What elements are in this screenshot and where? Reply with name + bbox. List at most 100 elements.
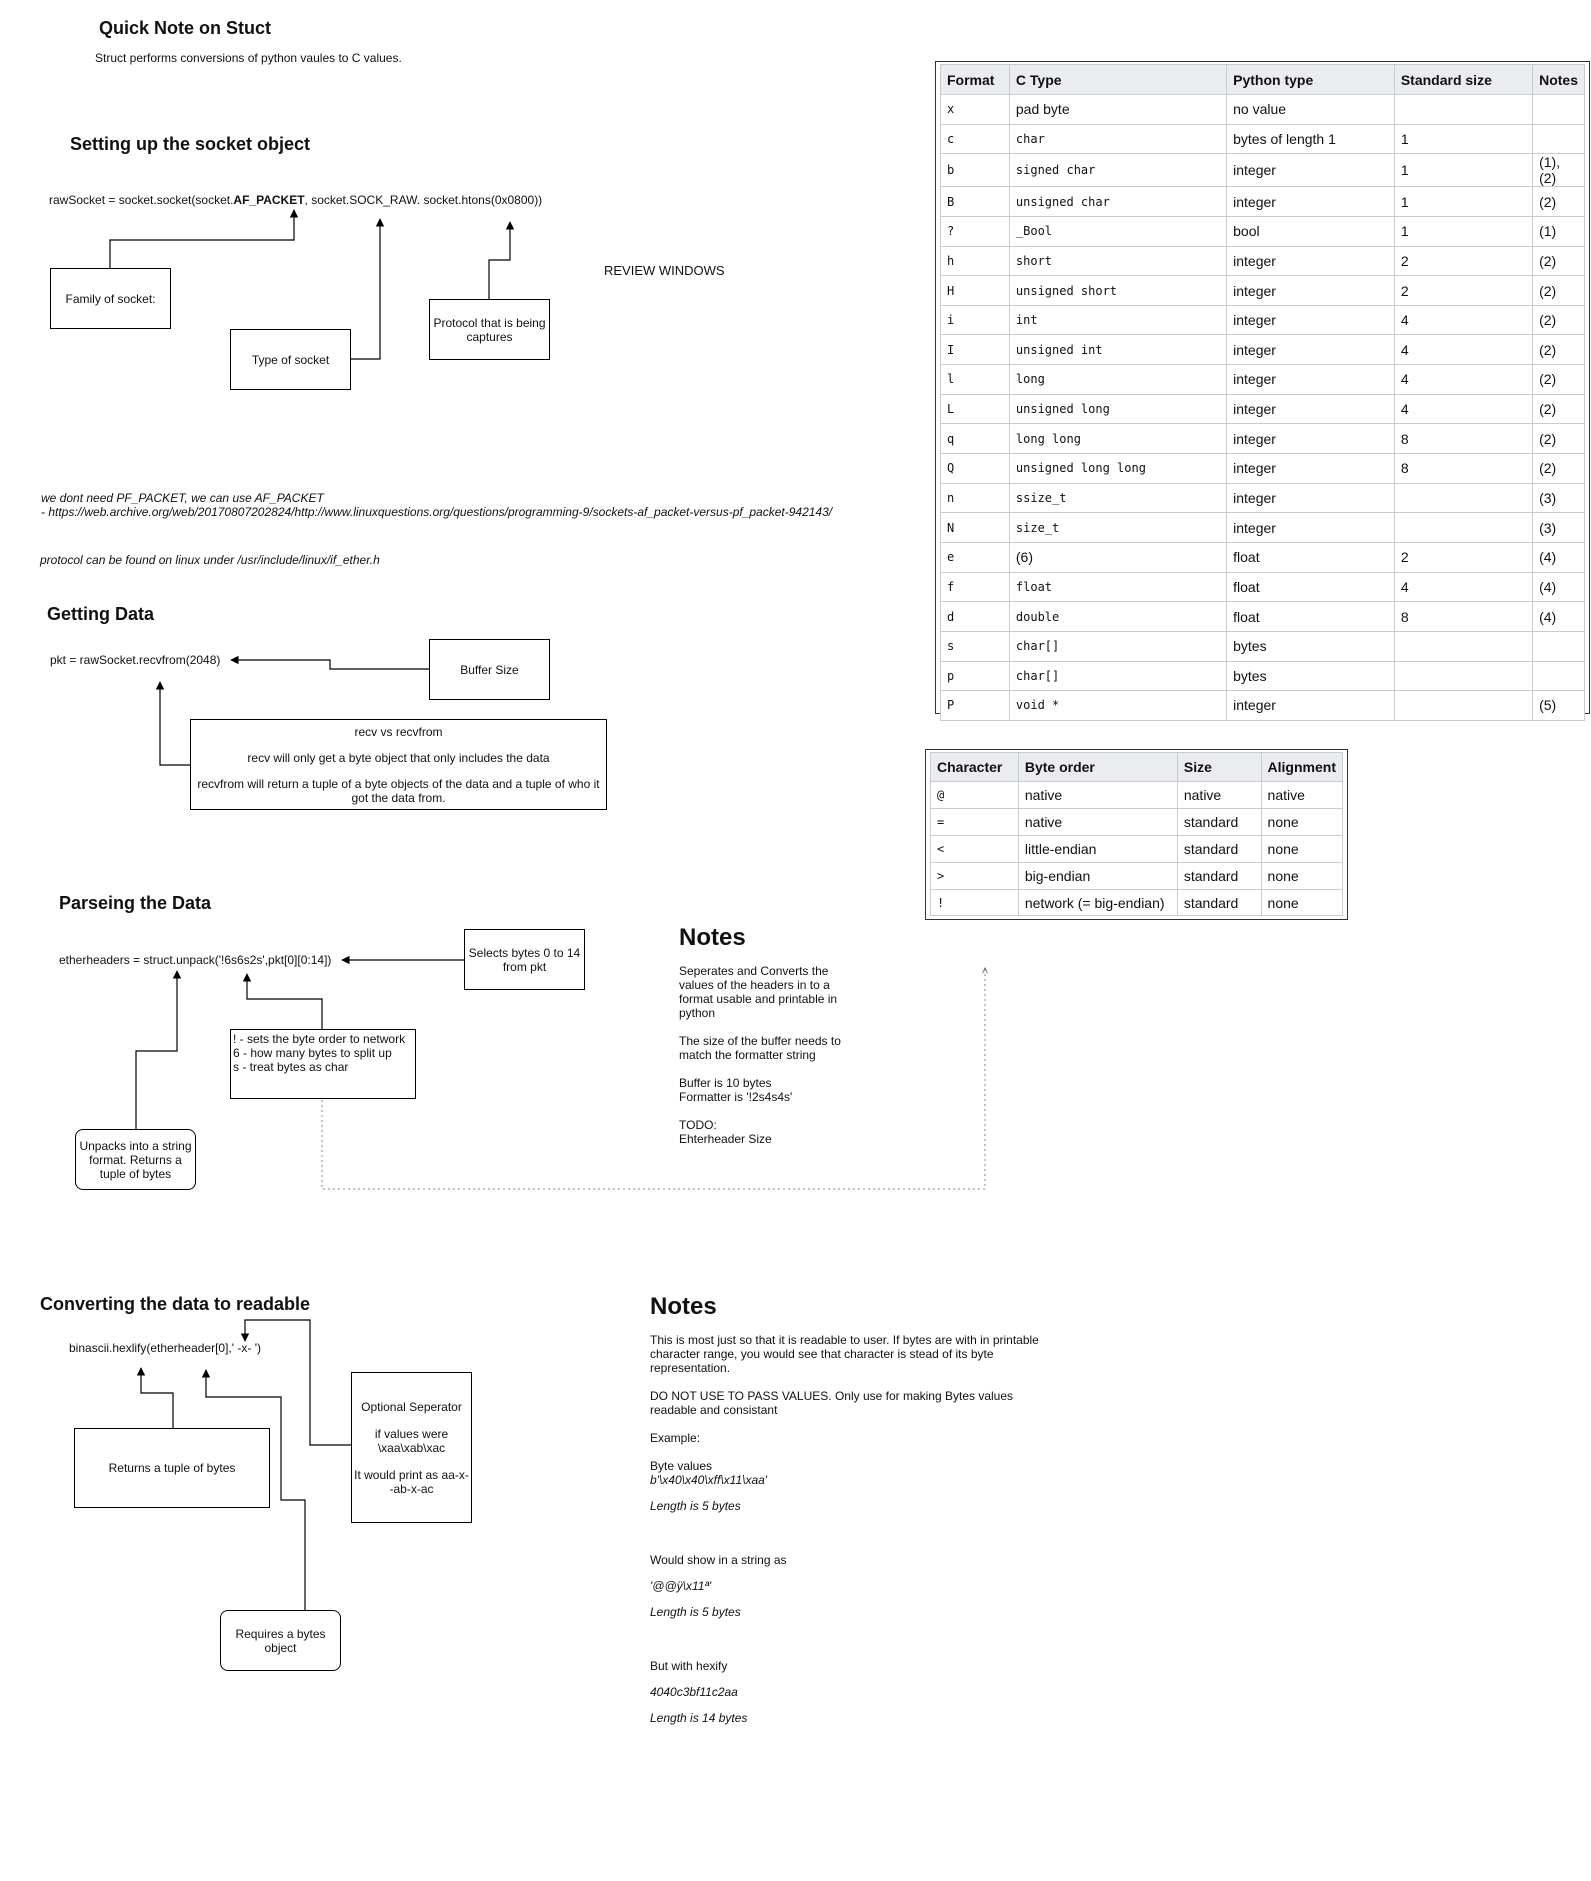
- format-table-cell: (2): [1532, 393, 1585, 425]
- family-of-socket-box: Family of socket:: [50, 268, 171, 329]
- byteorder-table-cell: native: [1176, 781, 1262, 809]
- requires-bytes-box: Requires a bytes object: [220, 1610, 341, 1671]
- format-table-cell: (3): [1532, 482, 1585, 514]
- format-table-cell: integer: [1226, 364, 1395, 395]
- selects-bytes-box: Selects bytes 0 to 14 from pkt: [464, 929, 585, 990]
- format-table-cell: p: [940, 660, 1010, 692]
- format-line-byte-order: ! - sets the byte order to network: [233, 1032, 406, 1046]
- format-table-cell: (2): [1532, 304, 1585, 336]
- socket-code-family: AF_PACKET: [233, 193, 305, 207]
- pf-packet-link: - https://web.archive.org/web/2017080720…: [41, 505, 833, 519]
- format-table-cell: 2: [1393, 275, 1534, 306]
- byteorder-table-cell: big-endian: [1017, 861, 1178, 890]
- recv-vs-recvfrom-box: recv vs recvfrom recv will only get a by…: [190, 719, 607, 810]
- format-table-cell: d: [940, 601, 1010, 632]
- recv-line: recv will only get a byte object that on…: [247, 750, 550, 765]
- format-table-cell: [1393, 630, 1534, 662]
- converting-notes-byte-literal: b'\x40\x40\xff\x11\xaa': [650, 1473, 768, 1487]
- format-table-cell: size_t: [1008, 512, 1228, 543]
- hexlify-code: binascii.hexlify(etherheader[0],' -x- '): [69, 1341, 261, 1355]
- review-windows-label: REVIEW WINDOWS: [604, 263, 725, 278]
- pf-packet-note: we dont need PF_PACKET, we can use AF_PA…: [41, 491, 324, 505]
- format-table-cell: pad byte: [1008, 94, 1228, 125]
- converting-notes-hexify-intro: But with hexify: [650, 1659, 728, 1673]
- format-table-cell: long long: [1008, 423, 1228, 455]
- selects-bytes-text: Selects bytes 0 to 14 from pkt: [468, 945, 581, 974]
- format-table-cell: H: [940, 275, 1010, 306]
- format-table-header-cell: C Type: [1008, 64, 1228, 95]
- format-table-cell: unsigned char: [1008, 186, 1228, 217]
- protocol-location-note: protocol can be found on linux under /us…: [40, 553, 380, 567]
- format-table-cell: (2): [1532, 245, 1585, 277]
- format-table-cell: integer: [1226, 482, 1395, 514]
- byteorder-table-cell: none: [1260, 834, 1344, 863]
- converting-notes-length-2: Length is 5 bytes: [650, 1605, 741, 1619]
- format-table-cell: void *: [1008, 690, 1228, 721]
- byteorder-table-cell: native: [1017, 807, 1178, 836]
- format-table-cell: short: [1008, 245, 1228, 277]
- format-table-cell: (2): [1532, 364, 1585, 395]
- converting-notes: Notes This is most just so that it is re…: [650, 1293, 1050, 1725]
- format-table-cell: x: [940, 94, 1010, 125]
- format-table-cell: h: [940, 245, 1010, 277]
- byteorder-table-cell: !: [930, 888, 1019, 917]
- protocol-text: Protocol that is being captures: [433, 315, 546, 344]
- format-table-cell: char[]: [1008, 630, 1228, 662]
- format-table-cell: float: [1008, 571, 1228, 603]
- socket-code-suffix: , socket.SOCK_RAW. socket.htons(0x0800)): [304, 193, 543, 207]
- converting-notes-p2: DO NOT USE TO PASS VALUES. Only use for …: [650, 1389, 1014, 1417]
- format-table-cell: 8: [1393, 423, 1534, 455]
- format-table-cell: 8: [1393, 453, 1534, 484]
- format-line-char: s - treat bytes as char: [233, 1060, 349, 1074]
- format-table-cell: bytes: [1226, 630, 1395, 662]
- socket-code: rawSocket = socket.socket(socket.AF_PACK…: [49, 193, 542, 207]
- byteorder-table-cell: network (= big-endian): [1017, 888, 1178, 917]
- format-table-cell: 4: [1393, 571, 1534, 603]
- parsing-notes-buffer: Buffer is 10 bytes: [679, 1076, 772, 1090]
- socket-code-prefix: rawSocket = socket.socket(socket.: [49, 193, 234, 207]
- converting-notes-hex-value: 4040c3bf11c2aa: [650, 1685, 738, 1699]
- socket-setup-title: Setting up the socket object: [70, 134, 311, 154]
- format-table-cell: unsigned long: [1008, 393, 1228, 425]
- format-table-cell: long: [1008, 364, 1228, 395]
- format-table-cell: q: [940, 423, 1010, 455]
- connector-type: [350, 218, 385, 360]
- format-table-cell: (6): [1008, 541, 1228, 573]
- byteorder-table-cell: none: [1260, 861, 1344, 890]
- format-table-cell: integer: [1226, 512, 1395, 543]
- connector-returns: [136, 1367, 174, 1428]
- format-table-cell: bytes of length 1: [1226, 123, 1395, 155]
- format-table-cell: N: [940, 512, 1010, 543]
- format-table-cell: integer: [1226, 690, 1395, 721]
- byteorder-table-cell: none: [1260, 807, 1344, 836]
- format-table-header-cell: Standard size: [1393, 64, 1534, 95]
- returns-tuple-text: Returns a tuple of bytes: [108, 1461, 236, 1475]
- parsing-notes-title: Notes: [679, 924, 746, 951]
- format-table-cell: Q: [940, 453, 1010, 484]
- format-table-cell: 1: [1393, 153, 1534, 188]
- format-table-cell: (1), (2): [1532, 153, 1585, 188]
- format-table-cell: 4: [1393, 304, 1534, 336]
- format-table-cell: (4): [1532, 571, 1585, 603]
- parsing-notes-p1: Seperates and Converts the values of the…: [679, 964, 838, 1020]
- byteorder-table-cell: standard: [1176, 807, 1262, 836]
- byteorder-table-header-cell: Alignment: [1260, 752, 1344, 782]
- requires-bytes-text: Requires a bytes object: [235, 1626, 326, 1655]
- format-table-cell: [1532, 660, 1585, 692]
- format-table-cell: (2): [1532, 453, 1585, 484]
- format-table-cell: [1393, 94, 1534, 125]
